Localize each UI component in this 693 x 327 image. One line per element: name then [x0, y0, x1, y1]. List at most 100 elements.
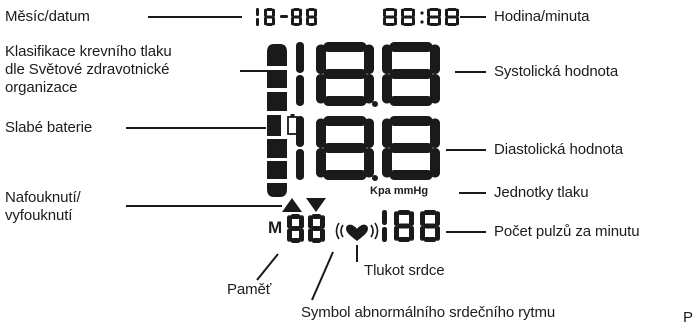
- digit-segment: [394, 226, 399, 241]
- digit-segment: [306, 9, 309, 17]
- label-systolic: Systolická hodnota: [494, 63, 618, 81]
- digit-segment: [314, 9, 317, 17]
- battery-icon: [288, 114, 297, 134]
- digit-segment: [382, 227, 387, 242]
- digit-segment: [403, 8, 413, 11]
- label-pulse-count: Počet pulzů za minutu: [494, 223, 639, 241]
- label-low-battery: Slabé baterie: [5, 119, 92, 137]
- leader-irregular: [312, 252, 333, 300]
- digit-segment: [287, 215, 292, 228]
- digit-segment: [293, 23, 300, 26]
- digit-segment: [447, 16, 457, 19]
- digit-segment: [324, 69, 367, 79]
- label-units: Jednotky tlaku: [494, 184, 589, 202]
- digit-segment: [308, 23, 315, 26]
- digit-segment: [401, 17, 404, 25]
- units-indicator: Kpa mmHg: [370, 185, 428, 197]
- memory-digits: [287, 214, 325, 243]
- digit-segment: [420, 226, 425, 241]
- digit-segment: [382, 210, 387, 225]
- classification-segment: [267, 139, 287, 158]
- digit-segment: [385, 23, 395, 26]
- digit-segment: [409, 211, 414, 226]
- diastolic-digits: [296, 116, 440, 181]
- classification-segment-top: [267, 44, 287, 66]
- digit-segment: [385, 8, 395, 11]
- digit-segment: [312, 238, 322, 243]
- digit-segment: [420, 211, 425, 226]
- digit-segment: [382, 74, 392, 104]
- digit-segment: [430, 119, 440, 149]
- label-memory: Paměť: [227, 281, 271, 299]
- digit-segment: [382, 45, 392, 75]
- digit-segment: [430, 74, 440, 104]
- digit-segment: [403, 16, 413, 19]
- label-hour-minute: Hodina/minuta: [494, 8, 589, 26]
- digit-segment: [266, 23, 273, 26]
- digit-segment: [390, 116, 433, 126]
- label-classification: Klasifikace krevního tlaku dle Světové z…: [5, 43, 172, 97]
- leader-memory: [257, 254, 278, 280]
- digit-segment: [398, 210, 411, 215]
- digit-segment: [308, 8, 315, 11]
- digit-segment: [429, 16, 439, 19]
- digit-segment: [364, 74, 374, 104]
- digit-segment: [291, 17, 294, 25]
- digit-segment: [390, 96, 433, 106]
- digit-segment: [324, 116, 367, 126]
- digit-segment: [456, 9, 459, 17]
- decimal-point: [372, 101, 378, 107]
- digit-segment: [403, 23, 413, 26]
- digit-segment: [445, 17, 448, 25]
- digit-segment: [296, 149, 304, 180]
- digit-segment: [390, 143, 433, 153]
- digit-segment: [447, 23, 457, 26]
- inflate-arrow-icon: [282, 198, 302, 212]
- digit-segment: [438, 17, 441, 25]
- digit-segment: [316, 119, 326, 149]
- label-inflate-deflate: Nafouknutí/ vyfouknutí: [5, 189, 81, 225]
- digit-segment: [429, 23, 439, 26]
- digit-segment: [394, 9, 397, 17]
- digit-segment: [272, 17, 275, 25]
- digit-segment: [291, 238, 301, 243]
- pulse-digits: [382, 210, 440, 242]
- digit-segment: [272, 9, 275, 17]
- digit-segment: [324, 96, 367, 106]
- digit-segment: [430, 45, 440, 75]
- digit-segment: [447, 8, 457, 11]
- heartbeat-wave-right-icon: [371, 223, 378, 239]
- digit-segment: [364, 148, 374, 178]
- digit-segment: [390, 42, 433, 52]
- digit-segment: [316, 74, 326, 104]
- digit-segment: [296, 75, 304, 106]
- digit-segment: [324, 42, 367, 52]
- digit-segment: [287, 229, 292, 242]
- digit-segment: [435, 226, 440, 241]
- classification-segment-bottom: [267, 183, 287, 197]
- digit-segment: [266, 16, 273, 19]
- digit-segment: [398, 237, 411, 242]
- digit-segment: [320, 215, 325, 228]
- label-month-date: Měsíc/datum: [5, 8, 90, 26]
- digit-segment: [383, 9, 386, 17]
- digit-segment: [256, 8, 259, 16]
- digit-segment: [456, 17, 459, 25]
- corner-letter: P: [683, 309, 693, 327]
- digit-segment: [296, 42, 304, 73]
- label-irregular-heartbeat: Symbol abnormálního srdečního rytmu: [301, 304, 555, 322]
- digit-segment: [291, 214, 301, 219]
- digit-segment: [293, 16, 300, 19]
- digit-segment: [424, 224, 437, 229]
- digit-segment: [390, 170, 433, 180]
- heart-shape: [346, 225, 368, 241]
- digit-segment: [394, 211, 399, 226]
- digit-segment: [291, 226, 301, 231]
- digit-segment: [308, 16, 315, 19]
- digit-segment: [266, 8, 273, 11]
- digit-segment: [438, 9, 441, 17]
- digit-segment: [299, 215, 304, 228]
- digit-segment: [427, 17, 430, 25]
- digit-segment: [427, 9, 430, 17]
